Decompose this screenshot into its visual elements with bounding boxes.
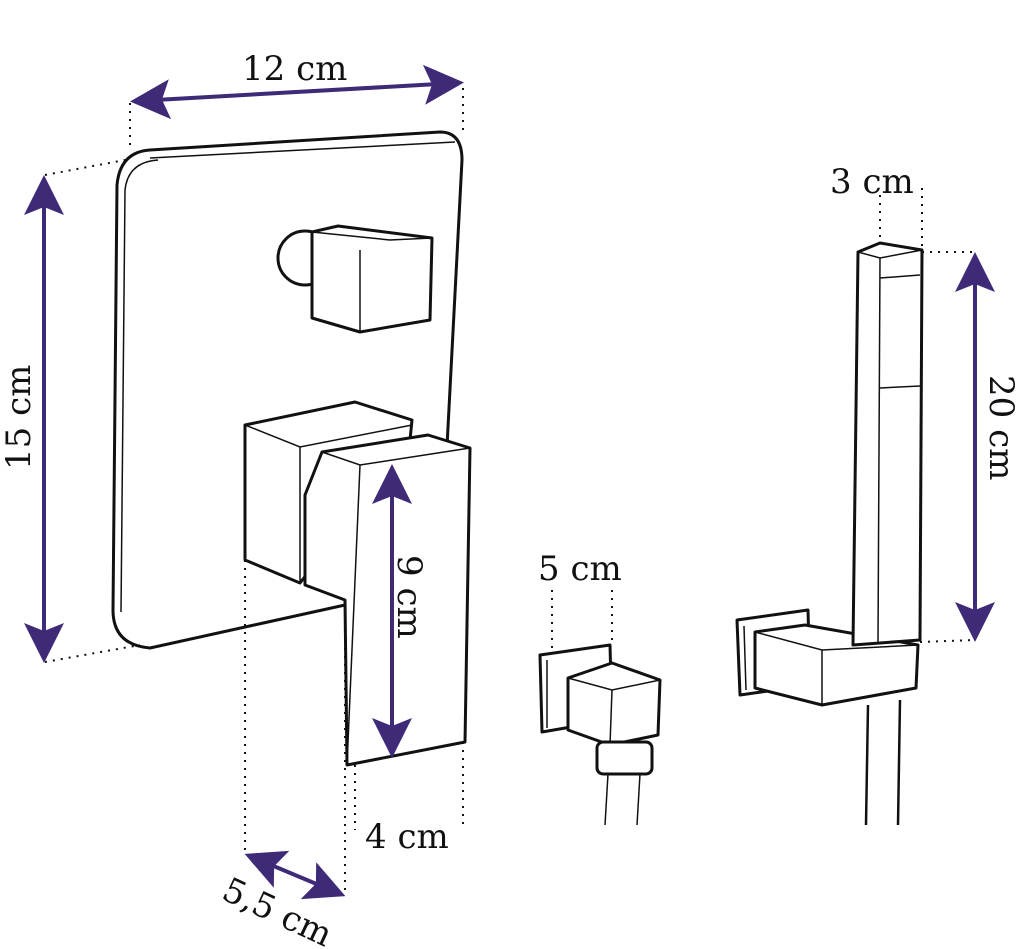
diverter-knob [276,224,434,334]
arrow-lever-depth [244,850,346,900]
hand-shower-holder [735,608,920,826]
label-panel-height: 15 cm [0,365,39,470]
label-lever-length: 9 cm [389,555,429,639]
label-handshower-width: 3 cm [830,162,914,202]
label-outlet-width: 5 cm [538,549,622,589]
hand-shower [851,241,924,647]
arrow-panel-width [130,64,464,120]
label-lever-width: 4 cm [365,817,449,857]
wall-outlet [538,643,662,826]
label-handshower-length: 20 cm [981,375,1021,480]
dimension-arrows [24,64,995,900]
label-lever-depth: 5,5 cm [216,870,338,949]
label-panel-width: 12 cm [242,49,347,89]
